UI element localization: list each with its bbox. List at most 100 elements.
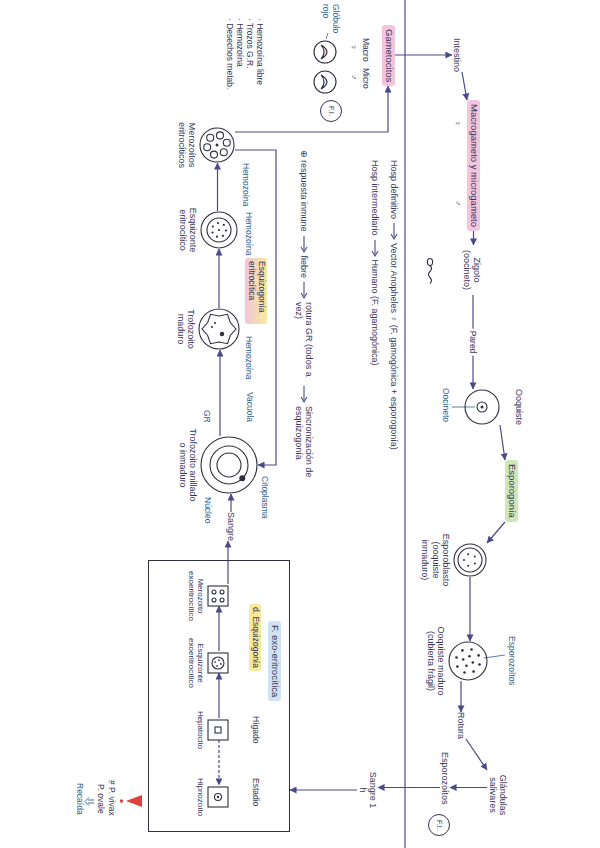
node-text: Merozoítos eritrocíticos [176,113,197,177]
cell-drawing [200,436,258,494]
flow-arrow [235,86,388,132]
annotation: Recaída [74,783,84,815]
step-label: Sangre 1 h [357,770,378,810]
cell-node: Esporoblasto(ooquiste inmaduro) [420,528,487,592]
cell-drawing [464,389,500,425]
gametocyte-cells [314,41,336,93]
step-label: Intestino [452,38,462,72]
node-text: Ooquiste maduro (cubierta frágil) [425,623,446,699]
step-label: Gametocitos [382,25,395,86]
double-arrow-down [85,798,94,806]
annotation: Oocineto [440,388,450,422]
annotation: P. ovale [95,784,105,814]
edge-label: Pared [468,329,478,356]
arrow-glyph [371,239,379,257]
annotation: Hosp definitivo [389,160,399,219]
host-divider [404,0,405,848]
flow-arrow [466,739,487,770]
text-row: Hosp intermediarioHumano (F. agamogónica… [370,160,380,366]
flow-arrow [235,150,276,465]
annotation: d. Esquizogonía [249,604,261,671]
zygote-icon [427,259,432,284]
annotation: Micro [360,68,370,89]
cell-node: Merozoítos eritrocíticos [176,113,235,177]
annotation: Vacuola [244,392,254,422]
node-text: Hipnozoíto [196,764,205,830]
flow-arrow [218,673,219,718]
annotation: fiebre [298,256,308,279]
step-label: Zigoto (oocineto) [461,245,482,295]
flow-arrow [290,789,357,790]
annotation: · Trozos G.R. [244,18,254,69]
annotation: Vector Anopheles ♀ (F. gamogónica + espo… [389,243,399,450]
step-label: Esporogonía [505,460,518,522]
cell-figure [464,389,500,425]
node-text: Sangre 1 h [357,770,378,810]
flow-arrow [395,54,452,55]
arrow-glyph [390,222,398,240]
cell-node: Trofozoito anillado o inmaduro [177,425,258,505]
node-text: (ooquiste inmaduro) [420,528,441,592]
flow-arrow [473,231,474,245]
chain-arrow [300,385,308,403]
chain-arrow [390,222,398,240]
cell-figure [199,127,235,163]
annotation: Sincronización de esquizogonía [293,406,314,486]
annotation: · Hemozoína [234,18,244,67]
node-text: Esporozoítos [440,752,450,805]
node-text: Sangre [226,512,236,541]
chain-arrow [300,235,308,253]
node-text: Macrogameto y microgameto [468,104,479,227]
arrow-glyph [300,385,308,403]
flow-arrow [469,577,470,641]
annotation: · Desechos metab. [224,18,234,89]
annotation: Macro [360,38,370,62]
node-text: Zigoto (oocineto) [461,245,482,295]
annotation: Humano (F. agamogónica) [370,260,380,366]
cell-figure [448,641,488,681]
flow-arrow [218,606,219,651]
node-text: Intestino [452,38,462,72]
cell-node: Trofozoito maduro [175,296,240,362]
cell-figure [200,211,238,249]
cell-drawing [198,308,240,350]
annotation: Estadio [250,778,260,806]
cell-node: Hepatocito [196,697,229,763]
annotation: ♀ [348,44,358,50]
node-text: Esporoblasto [441,528,451,592]
node-text: Esquizonte exoeritrocítico [187,630,205,696]
annotation: Hosp intermediario [370,160,380,236]
cell-drawing [207,652,229,674]
cell-figure [198,308,240,350]
annotation: Núcleo [202,497,212,523]
cell-figure [200,436,258,494]
node-text: Esquizonte eritrocítico [177,198,198,262]
leader-line [326,33,328,39]
text-row: ⊕ respuesta inmunefiebrerotura GR (todos… [293,150,314,486]
annotation: Citoplasma [259,476,269,519]
node-text: F.I. [435,820,444,830]
annotation: rotura GR (todos a vez) [293,302,314,382]
step-label: Esporozoítos [440,752,450,805]
node-text: Merozoito exoeritrocítico [187,563,205,629]
annotation: Esquizogonía eritrocítica [245,258,267,324]
cell-node: Ooquiste [462,385,524,429]
cell-drawing [207,585,229,607]
annotation: Hemozoína [240,163,250,206]
annotation: ♀ [452,120,462,126]
chain-arrow [371,239,379,257]
flow-arrow [218,249,219,308]
annotation: Hemozoína [243,336,253,379]
cell-drawing [207,719,229,741]
arrow-glyph [300,281,308,299]
cell-figure [453,543,487,577]
cell-drawing [207,786,229,808]
node-text: Hepatocito [196,697,205,763]
cell-node: Esquizonte exoeritrocítico [187,630,229,696]
cell-drawing [200,211,238,249]
annotation: Glóbulo rojo [320,4,340,34]
node-text: F. exo-eritrocítica [268,621,281,701]
step-label: Glándulas salivares [487,770,508,820]
annotation: Hígado [250,716,260,743]
